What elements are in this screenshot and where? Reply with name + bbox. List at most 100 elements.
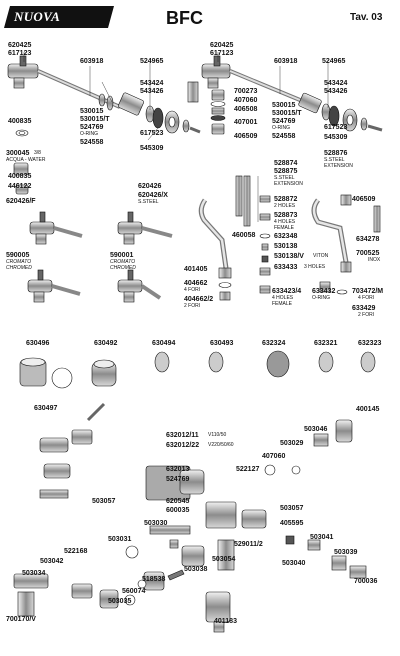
part-sublabel: CROMATO xyxy=(110,259,136,265)
tap-assembly-right xyxy=(201,55,383,135)
part-label: 407001 xyxy=(234,119,258,126)
part-sublabel: 3 HOLES xyxy=(304,264,326,270)
page-title: BFC xyxy=(166,8,203,28)
center-bottom-fittings xyxy=(125,539,231,633)
part-sublabel: CHROMED xyxy=(110,265,136,271)
part-label: 524769 xyxy=(166,476,190,483)
part-label: 522127 xyxy=(236,466,260,473)
part-label: 630494 xyxy=(152,340,176,347)
part-label: 503034 xyxy=(22,570,46,577)
part-label: 603918 xyxy=(274,58,298,65)
part-sublabel: 4 FORI xyxy=(358,295,375,301)
wand-right xyxy=(311,194,381,273)
part-label: 524769 xyxy=(80,124,104,131)
part-label: 503042 xyxy=(40,558,64,565)
part-label: 632348 xyxy=(274,233,298,240)
part-sublabel: 2 HOLES xyxy=(274,203,296,209)
part-label: 620425 xyxy=(8,42,32,49)
part-sublabel: EXTENSION xyxy=(274,181,303,187)
part-label: 633423/4 xyxy=(272,288,302,295)
part-sublabel: S.STEEL xyxy=(274,175,295,181)
part-label: 522168 xyxy=(64,548,88,555)
part-label: 400835 xyxy=(8,118,32,125)
part-sublabel: INOX xyxy=(368,257,381,263)
part-label: 630492 xyxy=(94,340,118,347)
part-label: 401183 xyxy=(214,618,237,625)
part-label: 400145 xyxy=(356,406,380,413)
knob-row xyxy=(19,350,376,389)
part-sublabel: S.STEEL xyxy=(324,157,345,163)
part-sublabel: CHROMED xyxy=(6,265,32,271)
part-sublabel: FEMALE xyxy=(274,225,295,231)
nozzle-stack xyxy=(259,195,271,294)
part-label: 630493 xyxy=(210,340,234,347)
part-label: 300045 xyxy=(6,150,30,157)
part-label: 406508 xyxy=(234,106,258,113)
part-label: 530015 xyxy=(272,102,296,109)
part-label: 401405 xyxy=(184,266,208,273)
part-sublabel: VITON xyxy=(313,253,329,259)
left-bottom-valves xyxy=(13,402,136,617)
part-label: 503046 xyxy=(304,426,328,433)
part-label: 632013 xyxy=(166,466,190,473)
part-label: 503031 xyxy=(108,536,132,543)
part-label: 633429 xyxy=(352,305,376,312)
part-label: 617523 xyxy=(324,124,348,131)
nozzle-parts xyxy=(319,281,348,295)
part-label: 518538 xyxy=(142,576,166,583)
part-label: 543424 xyxy=(140,80,164,87)
part-label: 503054 xyxy=(212,556,236,563)
part-label: 530015/T xyxy=(80,116,110,123)
part-label: 700273 xyxy=(234,88,258,95)
part-label: 630496 xyxy=(26,340,50,347)
part-label: 524558 xyxy=(80,139,104,146)
part-label: 543426 xyxy=(140,88,164,95)
part-label: 404662 xyxy=(184,280,208,287)
part-label: 503040 xyxy=(282,560,306,567)
part-label: 590005 xyxy=(6,252,30,259)
table-number: Tav. 03 xyxy=(350,12,383,23)
tap-assembly-left xyxy=(7,55,201,134)
part-label: 632012/22 xyxy=(166,442,200,449)
part-sublabel: 2 FORI xyxy=(184,303,201,309)
part-label: 503038 xyxy=(184,566,208,573)
tap-590005 xyxy=(27,269,81,303)
steam-wand xyxy=(198,198,232,301)
part-label: 590001 xyxy=(110,252,134,259)
part-sublabel: 4 HOLES xyxy=(274,219,296,225)
part-label: 528872 xyxy=(274,196,298,203)
part-label: 530138/V xyxy=(274,253,304,260)
part-label: 530015 xyxy=(80,108,104,115)
part-label: 545309 xyxy=(140,145,164,152)
part-label: 400835 xyxy=(8,173,32,180)
part-sublabel: O-RING xyxy=(80,131,99,137)
part-label: 529011/2 xyxy=(234,541,263,548)
part-sublabel: V110/50 xyxy=(208,432,227,438)
part-label: 530138 xyxy=(274,243,298,250)
part-label: 632012/11 xyxy=(166,432,199,439)
tap-620426 xyxy=(117,211,173,245)
part-label: 528873 xyxy=(274,212,298,219)
part-sublabel: FEMALE xyxy=(272,301,293,307)
part-sublabel: S.STEEL xyxy=(138,199,159,205)
part-label: 632323 xyxy=(358,340,382,347)
part-label: 634278 xyxy=(356,236,380,243)
tap-590001 xyxy=(117,269,162,303)
part-label: 405595 xyxy=(280,520,304,527)
part-label: 620426/F xyxy=(6,198,36,205)
part-label: 524965 xyxy=(322,58,346,65)
part-label: 632321 xyxy=(314,340,338,347)
part-label: 560074 xyxy=(122,588,146,595)
part-label: 633433 xyxy=(274,264,298,271)
brand-logo: NUOVA RICAMBI xyxy=(4,6,114,40)
small-parts-left xyxy=(13,129,29,195)
part-label: 633432 xyxy=(312,288,336,295)
part-label: 620426/X xyxy=(138,192,168,199)
part-label: 406509 xyxy=(234,133,258,140)
extension-tubes xyxy=(235,175,259,227)
part-label: 503057 xyxy=(280,505,304,512)
part-label: 503057 xyxy=(92,498,116,505)
part-label: 545309 xyxy=(324,134,348,141)
